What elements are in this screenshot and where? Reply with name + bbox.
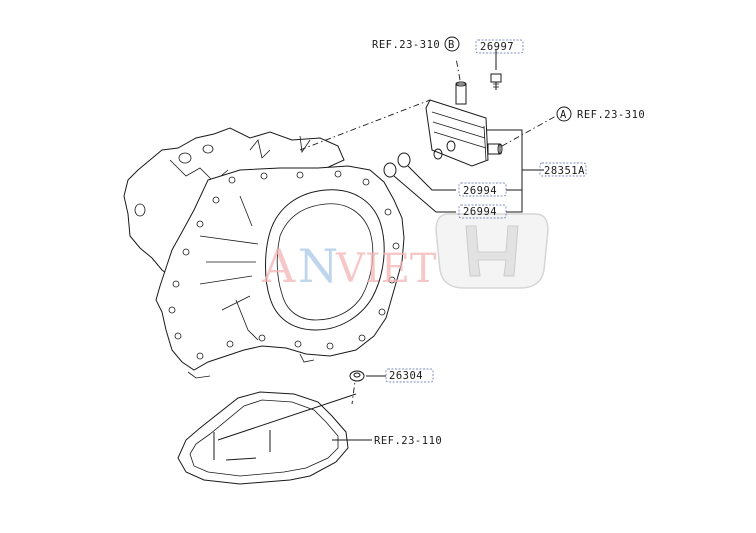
label-cooler[interactable]: 28351A [539, 162, 587, 177]
ref-top-right-text: REF.23-310 [577, 109, 645, 121]
oil-pan [177, 391, 357, 485]
o-ring-upper [397, 152, 411, 168]
cooler-part-number: 28351A [544, 165, 585, 177]
o-ring-lower [383, 162, 397, 178]
bolt-part-number: 26997 [480, 41, 514, 53]
pipe-dash-line-b [455, 57, 461, 81]
drain-plug-part-number: 26304 [389, 370, 423, 382]
label-ref-top-right[interactable]: REF.23-310 [577, 109, 645, 121]
callout-b-letter: B [448, 39, 455, 51]
drain-plug-icon [349, 370, 365, 382]
label-ref-bottom[interactable]: REF.23-110 [374, 435, 442, 447]
o-ring-bracket [506, 189, 523, 213]
callout-a: A [556, 106, 572, 122]
callout-b: B [444, 36, 460, 52]
cooler-bracket-line [486, 129, 523, 196]
pipe-dash-line-a [501, 115, 557, 147]
transmission-housing [123, 127, 405, 379]
mount-dash-line [299, 99, 431, 151]
label-bolt[interactable]: 26997 [475, 39, 524, 54]
ref-top-left-text: REF.23-310 [372, 39, 440, 51]
watermark-text: A N VIET [261, 239, 437, 293]
label-o-ring-upper[interactable]: 26994 [458, 182, 507, 197]
o-ring-lower-part-number: 26994 [463, 206, 497, 218]
ref-bottom-text: REF.23-110 [374, 435, 442, 447]
watermark-word-viet: VIET [335, 246, 437, 292]
o-ring-upper-leader [407, 165, 456, 191]
watermark-letter-n: N [298, 239, 338, 293]
bolt-icon [490, 73, 502, 90]
label-o-ring-lower[interactable]: 26994 [458, 204, 507, 219]
honda-logo-icon [435, 213, 549, 289]
callout-a-letter: A [560, 109, 567, 121]
label-ref-top-left[interactable]: REF.23-310 [372, 39, 440, 51]
label-drain-plug[interactable]: 26304 [385, 368, 434, 383]
o-ring-upper-part-number: 26994 [463, 185, 497, 197]
oil-cooler [425, 81, 503, 167]
o-ring-lower-leader [393, 175, 456, 213]
watermark-letter-a: A [261, 239, 296, 293]
